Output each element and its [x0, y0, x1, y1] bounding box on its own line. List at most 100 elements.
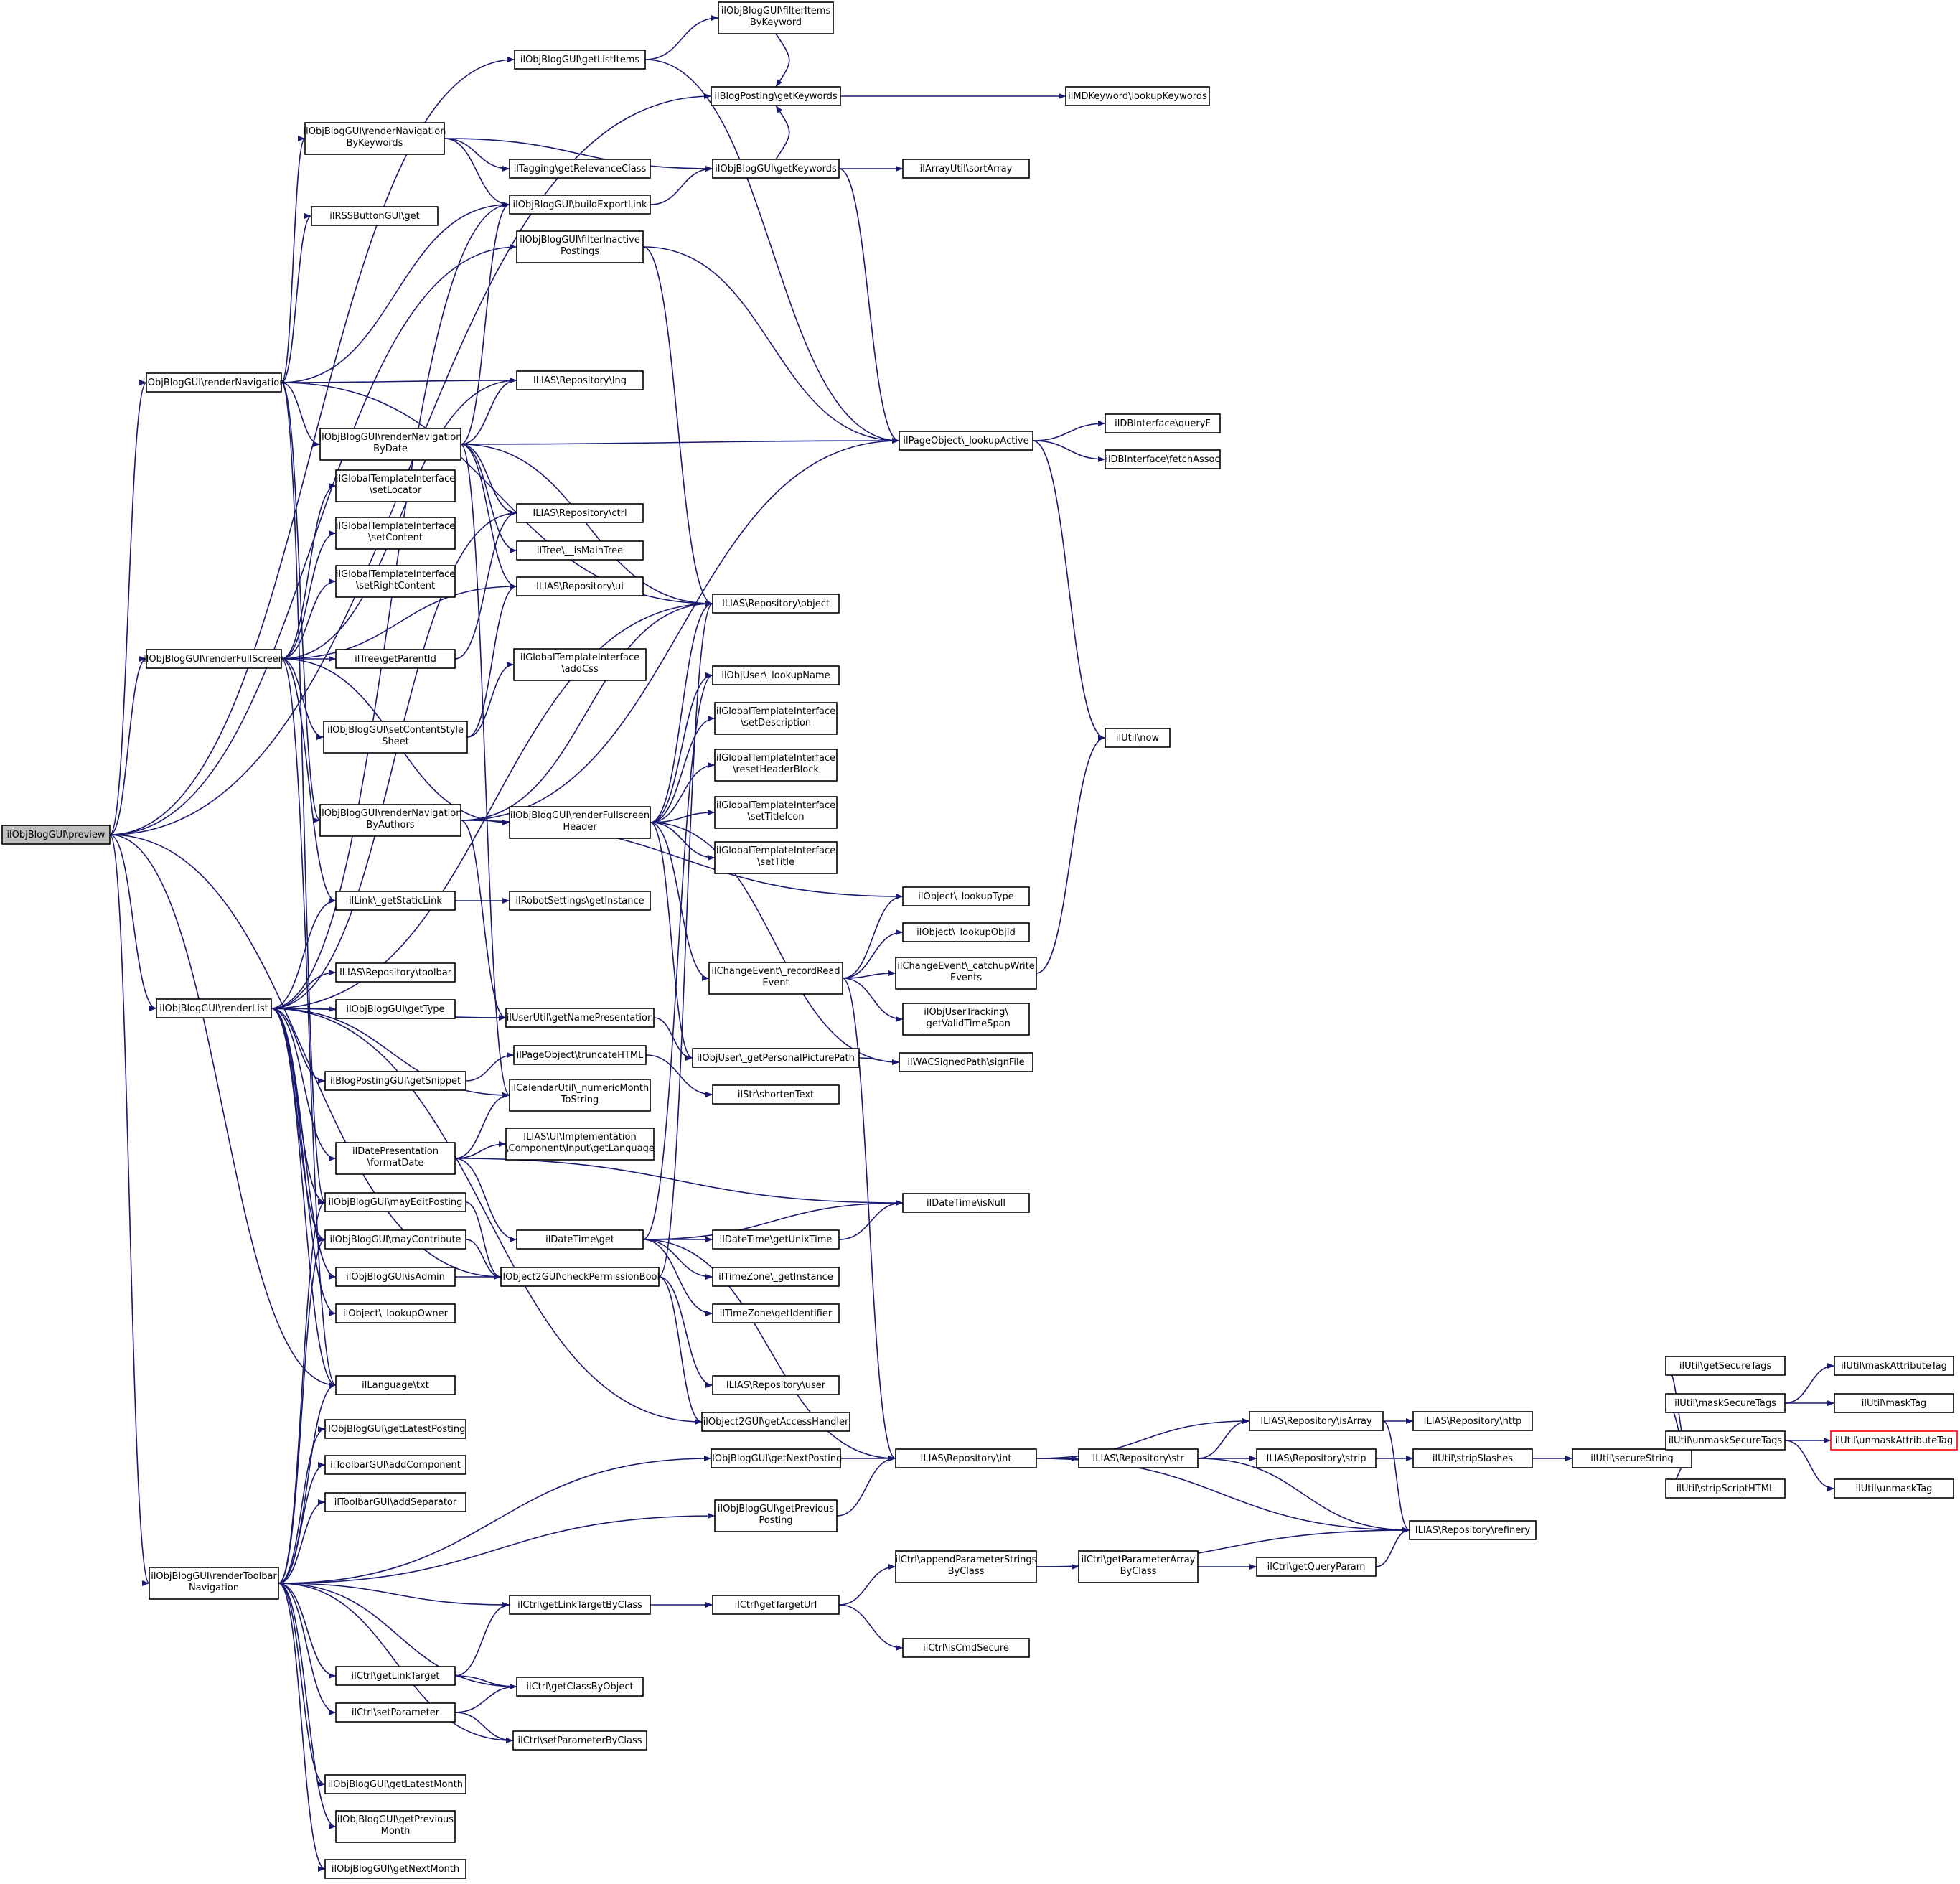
function-node[interactable]: ilUtil\maskTag: [1834, 1393, 1954, 1413]
function-node[interactable]: ilLanguage\txt: [335, 1375, 456, 1395]
function-node[interactable]: ilUtil\secureString: [1572, 1448, 1692, 1468]
function-node[interactable]: ilObjUser\_getPersonalPicturePath: [692, 1048, 860, 1068]
function-node[interactable]: ilUtil\stripScriptHTML: [1665, 1478, 1786, 1499]
function-node[interactable]: ilRSSButtonGUI\get: [311, 206, 439, 226]
function-node[interactable]: ilBlogPosting\getKeywords: [711, 86, 841, 106]
function-node[interactable]: ilLink\_getStaticLink: [335, 891, 456, 911]
function-node[interactable]: ilObjBlogGUI\buildExportLink: [509, 195, 651, 215]
function-node[interactable]: ilDateTime\isNull: [902, 1193, 1030, 1213]
function-node[interactable]: ilTimeZone\getIdentifier: [712, 1303, 840, 1323]
function-node[interactable]: ilObjBlogGUI\isAdmin: [335, 1267, 456, 1287]
function-node[interactable]: ilToolbarGUI\addSeparator: [324, 1492, 466, 1512]
function-node[interactable]: ilUtil\getSecureTags: [1665, 1356, 1786, 1376]
function-node[interactable]: ilObject2GUI\checkPermissionBool: [500, 1267, 660, 1287]
function-node[interactable]: ilTree\getParentId: [335, 649, 456, 669]
function-node[interactable]: ilUtil\maskAttributeTag: [1834, 1356, 1954, 1376]
function-node[interactable]: ilCtrl\getLinkTarget: [335, 1666, 456, 1686]
function-node[interactable]: ILIAS\Repository\str: [1078, 1448, 1199, 1468]
function-node[interactable]: ilBlogPostingGUI\getSnippet: [324, 1071, 466, 1091]
function-node[interactable]: ilGlobalTemplateInterface\setDescription: [714, 702, 838, 735]
function-node[interactable]: ilUtil\unmaskSecureTags: [1665, 1430, 1786, 1451]
function-node[interactable]: ilUtil\maskSecureTags: [1665, 1393, 1786, 1413]
function-node[interactable]: ilObject\_lookupObjId: [902, 922, 1030, 942]
function-node[interactable]: ilObjBlogGUI\renderList: [156, 998, 272, 1018]
function-node[interactable]: ilToolbarGUI\addComponent: [324, 1455, 466, 1475]
function-node[interactable]: ilObjBlogGUI\mayEditPosting: [324, 1192, 466, 1212]
function-node[interactable]: ilGlobalTemplateInterface\setTitle: [714, 841, 838, 874]
function-node[interactable]: ilDBInterface\fetchAssoc: [1105, 449, 1221, 469]
function-node[interactable]: ILIAS\Repository\ctrl: [516, 503, 644, 523]
function-node[interactable]: ILIAS\Repository\refinery: [1409, 1520, 1537, 1540]
function-node[interactable]: ilPageObject\_lookupActive: [899, 431, 1033, 451]
function-node[interactable]: ilDatePresentation\formatDate: [335, 1142, 456, 1175]
function-node[interactable]: ilArrayUtil\sortArray: [902, 159, 1030, 179]
function-node[interactable]: ILIAS\Repository\toolbar: [335, 962, 456, 983]
function-node[interactable]: ilCtrl\getTargetUrl: [712, 1595, 840, 1615]
function-node[interactable]: ilUtil\stripSlashes: [1412, 1448, 1533, 1468]
function-node[interactable]: ilTagging\getRelevanceClass: [509, 159, 651, 179]
function-node[interactable]: ilCtrl\setParameter: [335, 1702, 456, 1723]
function-node[interactable]: ilObjBlogGUI\getListItems: [514, 50, 646, 70]
function-node[interactable]: ilTimeZone\_getInstance: [712, 1267, 840, 1287]
function-node[interactable]: ilCtrl\isCmdSecure: [902, 1638, 1030, 1658]
function-node[interactable]: ilDBInterface\queryF: [1105, 413, 1221, 433]
function-node[interactable]: ILIAS\Repository\ui: [516, 576, 644, 596]
function-node[interactable]: ilObjBlogGUI\getType: [335, 999, 456, 1019]
function-node[interactable]: ILIAS\UI\Implementation\Component\Input\…: [505, 1128, 655, 1161]
function-node[interactable]: ILIAS\Repository\strip: [1256, 1448, 1377, 1468]
function-node[interactable]: ilUtil\now: [1105, 728, 1171, 748]
function-node[interactable]: ilObject2GUI\getAccessHandler: [701, 1412, 850, 1432]
function-node[interactable]: ilObjUser\_lookupName: [712, 665, 840, 685]
function-node[interactable]: ilObjBlogGUI\renderNavigation: [143, 372, 286, 393]
function-node[interactable]: ILIAS\Repository\isArray: [1249, 1411, 1384, 1431]
function-node[interactable]: ilObjBlogGUI\mayContribute: [324, 1229, 466, 1250]
function-node[interactable]: ilObjBlogGUI\getNextPosting: [710, 1448, 843, 1468]
function-node[interactable]: ilRobotSettings\getInstance: [509, 891, 651, 911]
function-node[interactable]: ilGlobalTemplateInterface\setTitleIcon: [714, 796, 838, 829]
function-node[interactable]: ILIAS\Repository\int: [895, 1448, 1037, 1468]
function-node[interactable]: ilObjBlogGUI\renderFullScreen: [144, 649, 284, 669]
function-node[interactable]: ilObjBlogGUI\getKeywords: [712, 159, 840, 179]
function-node[interactable]: ilDateTime\getUnixTime: [712, 1229, 840, 1250]
function-node[interactable]: ilDateTime\get: [516, 1229, 644, 1250]
function-node[interactable]: ilObject\_lookupType: [902, 886, 1030, 906]
function-node[interactable]: ilObjBlogGUI\getLatestMonth: [324, 1774, 466, 1794]
function-node[interactable]: ilUtil\unmaskAttributeTag: [1830, 1430, 1958, 1451]
function-node[interactable]: ilUserUtil\getNamePresentation: [505, 1008, 655, 1028]
function-node[interactable]: ilObject\_lookupOwner: [335, 1303, 456, 1323]
function-node[interactable]: ilCtrl\getClassByObject: [516, 1677, 644, 1697]
function-node[interactable]: ilGlobalTemplateInterface\setLocator: [335, 469, 456, 502]
function-node[interactable]: ilGlobalTemplateInterface\addCss: [513, 648, 647, 681]
function-node[interactable]: ilGlobalTemplateInterface\setRightConten…: [335, 565, 456, 598]
function-node[interactable]: ilObjBlogGUI\getNextMonth: [324, 1859, 466, 1879]
function-node[interactable]: ilObjUserTracking\_getValidTimeSpan: [902, 1003, 1030, 1036]
function-node[interactable]: ilMDKeyword\lookupKeywords: [1065, 86, 1210, 106]
function-node[interactable]: ilGlobalTemplateInterface\resetHeaderBlo…: [714, 749, 838, 782]
function-node[interactable]: ilWACSignedPath\signFile: [899, 1052, 1033, 1072]
function-node[interactable]: ilObjBlogGUI\preview: [1, 825, 111, 845]
function-node[interactable]: ILIAS\Repository\http: [1412, 1411, 1533, 1431]
function-node[interactable]: ilTree\__isMainTree: [516, 540, 644, 561]
function-node[interactable]: ilObjBlogGUI\getLatestPosting: [324, 1419, 466, 1439]
function-node[interactable]: ILIAS\Repository\user: [712, 1375, 840, 1395]
function-node[interactable]: ilUtil\unmaskTag: [1834, 1478, 1954, 1499]
function-node[interactable]: ilStr\shortenText: [712, 1084, 840, 1105]
function-node[interactable]: ilPageObject\truncateHTML: [513, 1045, 647, 1065]
function-node[interactable]: ILIAS\Repository\object: [712, 594, 840, 614]
function-node[interactable]: ilCtrl\getLinkTargetByClass: [509, 1595, 651, 1615]
